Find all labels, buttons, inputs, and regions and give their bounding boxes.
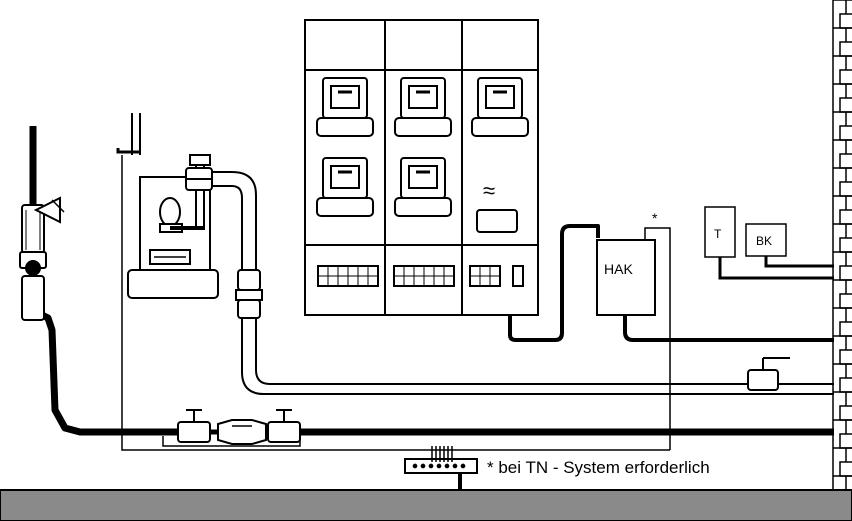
brick-wall [832, 0, 852, 490]
brick [833, 475, 852, 490]
electricity-meter [394, 77, 452, 137]
bonding-terminal [460, 463, 466, 469]
brick [833, 0, 852, 14]
hak-box [596, 239, 656, 316]
asterisk-mark: * [652, 210, 658, 226]
gas-meter [116, 113, 219, 299]
brick [833, 279, 852, 294]
brick [833, 419, 852, 434]
breaker-row [393, 265, 455, 287]
svg-text:T: T [714, 227, 722, 241]
brick [833, 55, 852, 70]
brick [839, 349, 852, 365]
electricity-meter [471, 77, 529, 137]
brick [833, 447, 852, 462]
meter-cabinet [304, 19, 539, 316]
bonding-bar [404, 446, 478, 490]
water-meter-assembly [177, 409, 301, 445]
bonding-terminal [428, 463, 434, 469]
brick [833, 139, 852, 154]
brick [833, 195, 852, 210]
breaker-row [317, 265, 379, 287]
electricity-meter [316, 77, 374, 137]
brick [839, 209, 852, 225]
brick [833, 223, 852, 238]
brick [833, 167, 852, 182]
footnote: * bei TN - System erforderlich [487, 458, 710, 477]
brick [833, 27, 852, 42]
ripple-control-receiver [476, 209, 518, 233]
brick [833, 335, 852, 350]
telecom-lines [718, 256, 834, 280]
electricity-meter [316, 157, 374, 217]
brick [839, 293, 852, 309]
brick [839, 69, 852, 85]
bonding-terminal [412, 463, 418, 469]
bonding-terminal [452, 463, 458, 469]
bk-box: BK [745, 223, 787, 257]
supply-cable [623, 315, 834, 342]
tilde-symbol: ≈ [483, 178, 495, 203]
gas-regulator-assembly [19, 185, 65, 321]
bonding-terminal [444, 463, 450, 469]
brick [839, 265, 852, 281]
electricity-meter [394, 157, 452, 217]
brick [839, 97, 852, 113]
brick [833, 251, 852, 266]
brick [833, 111, 852, 126]
brick [833, 83, 852, 98]
brick [839, 377, 852, 393]
brick [839, 125, 852, 141]
brick [839, 461, 852, 477]
gas-shutoff-valve [747, 357, 790, 391]
brick [833, 391, 852, 406]
brick [839, 153, 852, 169]
brick [839, 181, 852, 197]
brick [839, 13, 852, 29]
water-main-pipe [29, 126, 834, 436]
bonding-terminal [436, 463, 442, 469]
ground-slab [0, 489, 852, 521]
main-switch [512, 265, 524, 287]
brick [833, 363, 852, 378]
brick [839, 41, 852, 57]
breaker-row [469, 265, 501, 287]
bonding-terminal [420, 463, 426, 469]
brick [839, 405, 852, 421]
insulating-fitting [235, 269, 263, 319]
brick [833, 307, 852, 322]
cabinet-hak-cable [508, 224, 600, 342]
svg-text:BK: BK [756, 234, 772, 248]
brick [839, 321, 852, 337]
t-box: T [704, 206, 736, 258]
hak-label: HAK [604, 261, 633, 277]
brick [839, 237, 852, 253]
brick [839, 433, 852, 449]
